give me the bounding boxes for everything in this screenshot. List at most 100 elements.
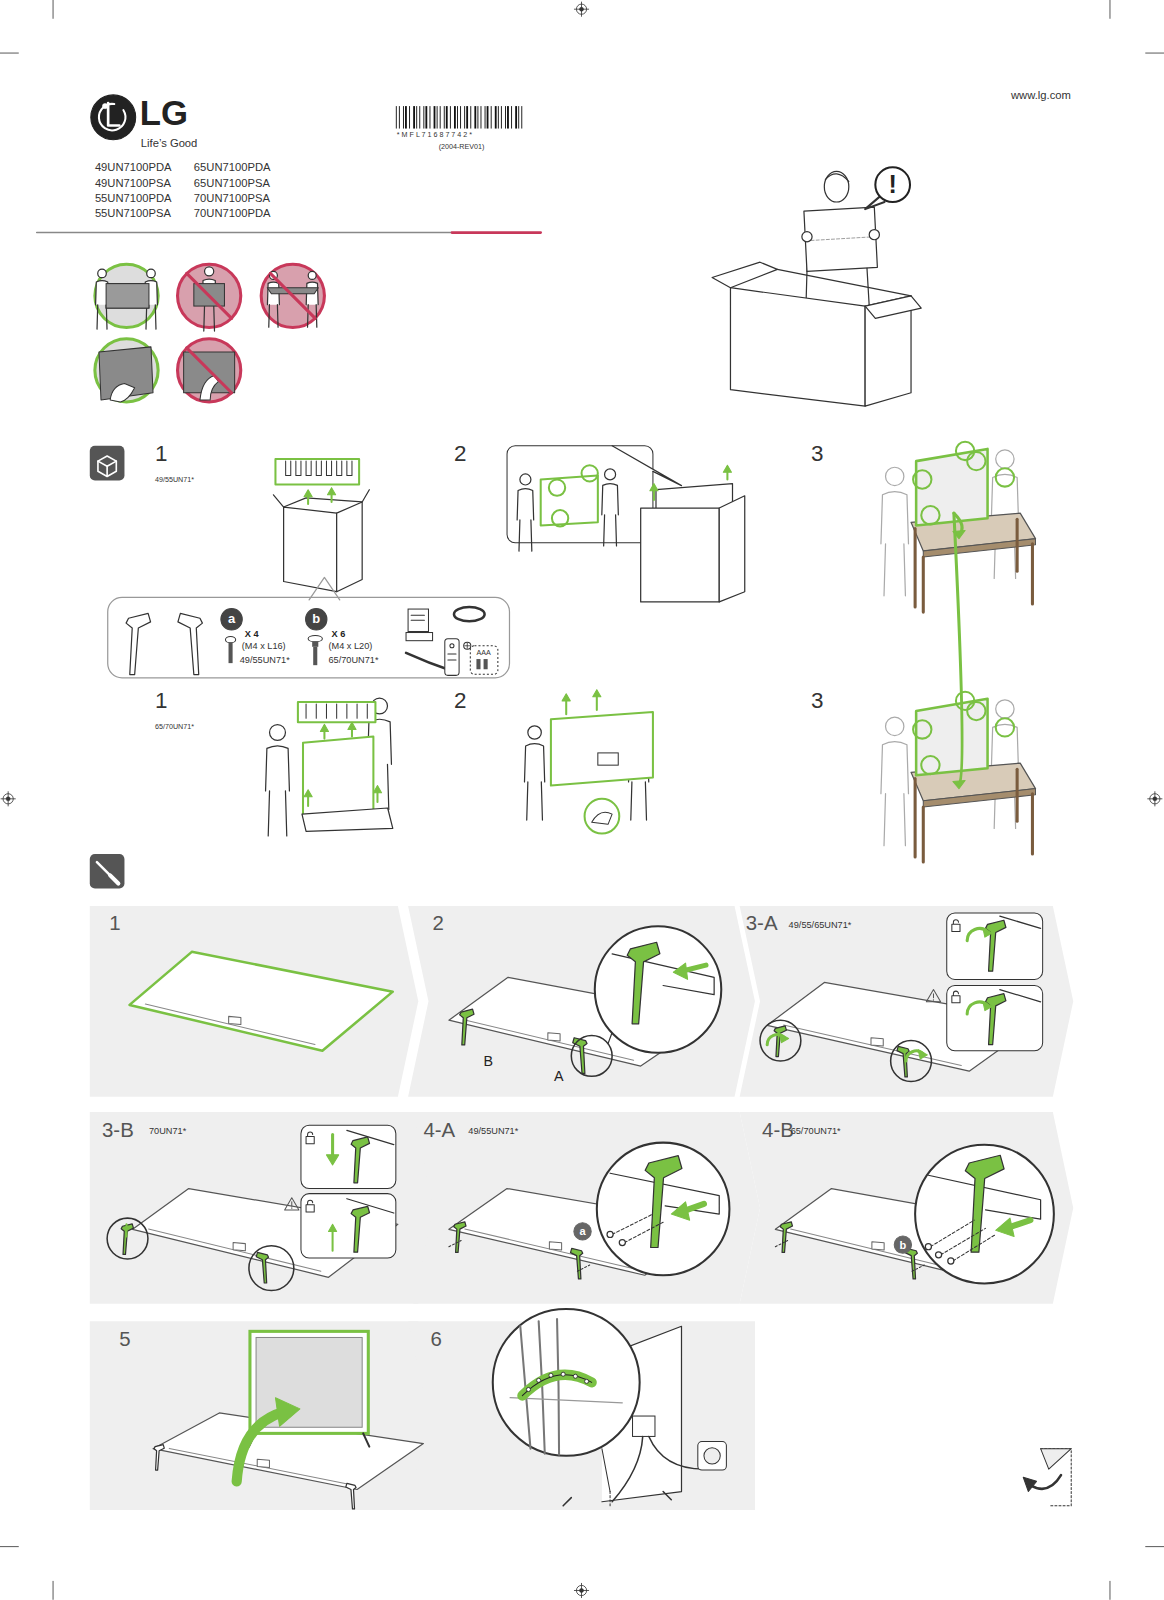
part-callout: a: [220, 608, 242, 630]
drawing-part: [97, 862, 110, 875]
drawing-part: [90, 446, 125, 481]
drawing-part: [446, 106, 448, 128]
drawing-part: [612, 446, 681, 486]
website: www.lg.com: [1011, 89, 1071, 102]
drawing-part: [351, 1206, 369, 1252]
drawing-part: [313, 647, 317, 665]
drawing-part: [602, 484, 619, 515]
model-number: 70UN7100PSA: [194, 192, 270, 205]
drawing-part: [650, 484, 658, 491]
drawing-part: [398, 106, 400, 128]
drawing-part: [98, 456, 116, 466]
drawing-part: [99, 104, 126, 131]
unpack-to-table-large: [881, 513, 1036, 862]
model-number: 65UN7100PSA: [194, 176, 270, 189]
step-number: 3-B: [102, 1118, 134, 1141]
drawing-part: [619, 1240, 625, 1246]
drawing-part: [947, 913, 1043, 979]
drawing-part: [464, 106, 466, 128]
slogan: Life’s Good: [141, 137, 198, 150]
unpack-small-box: [273, 459, 369, 600]
handling-icons: [95, 264, 325, 402]
drawing-part: [671, 1202, 689, 1220]
step-panel-outline: [408, 1321, 755, 1510]
drawing-part: [996, 450, 1014, 468]
drawing-part: [95, 264, 158, 327]
model-range: 49/55/65UN71*: [789, 920, 852, 931]
drawing-part: [302, 808, 393, 831]
drawing-part: [395, 106, 397, 128]
panel-ground: [413, 1112, 760, 1304]
drawing-part: [306, 461, 311, 475]
drawing-part: [53, 0, 54, 18]
drawing-part: [291, 1207, 292, 1209]
drawing-part: [541, 475, 598, 525]
drawing-part: [351, 1137, 369, 1183]
drawing-part: [1031, 794, 1034, 854]
drawing-part: [0, 53, 18, 54]
drawing-part: [296, 461, 301, 475]
model-range: 49/55UN71*: [240, 655, 290, 666]
drawing-part: [520, 474, 531, 485]
drawing-part: [448, 660, 456, 661]
drawing-part: [125, 1224, 127, 1236]
step-number: 4-A: [423, 1118, 455, 1141]
drawing-part: [434, 106, 436, 128]
parts-frame: [108, 597, 510, 677]
step-number: 1: [155, 441, 167, 467]
drawing-part: [1146, 53, 1164, 54]
drawing-part: [110, 875, 118, 883]
drawing-part: [336, 704, 337, 718]
model-number: 55UN7100PDA: [95, 192, 172, 205]
model-number: 70UN7100PDA: [194, 207, 271, 220]
drawing-part: [522, 1375, 591, 1396]
drawing-part: [37, 232, 452, 234]
panel-ground: [408, 1321, 755, 1510]
drawing-part: [257, 1459, 269, 1467]
drawing-part: [524, 744, 544, 782]
drawing-part: [436, 106, 438, 128]
drawing-part: [348, 722, 356, 729]
drawing-part: [308, 636, 322, 642]
drawing-part: [869, 230, 879, 240]
drawing-part: [97, 305, 107, 329]
drawing-part: [275, 1398, 299, 1427]
quantity: X 4: [245, 628, 259, 639]
battery-type: AAA: [476, 649, 490, 657]
drawing-part: [551, 712, 653, 785]
drawing-part: [579, 7, 583, 11]
drawing-part: [98, 461, 116, 476]
step-number: 3-A: [746, 912, 778, 935]
drawing-part: [996, 1218, 1014, 1236]
drawing-part: [673, 963, 687, 979]
drawing-part: [347, 461, 352, 475]
drawing-part: [956, 442, 974, 460]
drawing-part: [402, 106, 404, 128]
drawing-part: [1041, 1449, 1072, 1506]
drawing-part: [178, 264, 241, 327]
drawing-part: [510, 1398, 622, 1403]
drawing-part: [517, 489, 534, 520]
drawing-part: [777, 269, 911, 296]
step-panel-outline: [408, 906, 755, 1097]
drawing-part: [712, 262, 777, 288]
drawing-part: [598, 753, 618, 765]
step-panel-outline: [740, 1112, 1074, 1304]
drawing-part: [233, 1243, 245, 1251]
step-panel: 4-B65/70UN71*b: [740, 1112, 1074, 1304]
parts-box-outline: [107, 597, 510, 679]
drawing-part: [610, 1492, 611, 1508]
drawing-part: [90, 854, 125, 889]
drawing-part: [518, 106, 520, 128]
drawing-part: [266, 746, 290, 791]
barcode-text: * M F L 7 1 6 8 7 7 4 2 *: [397, 131, 472, 139]
drawing-part: [627, 942, 660, 1024]
drawing-part: [204, 305, 215, 331]
drawing-part: [527, 782, 543, 820]
step-panel: 6: [408, 1321, 755, 1510]
step-number: 2: [454, 441, 466, 467]
panel-ground: [90, 906, 419, 1097]
step-number: 6: [431, 1327, 442, 1350]
drawing-part: [986, 920, 1006, 971]
drawing-part: [286, 461, 291, 475]
